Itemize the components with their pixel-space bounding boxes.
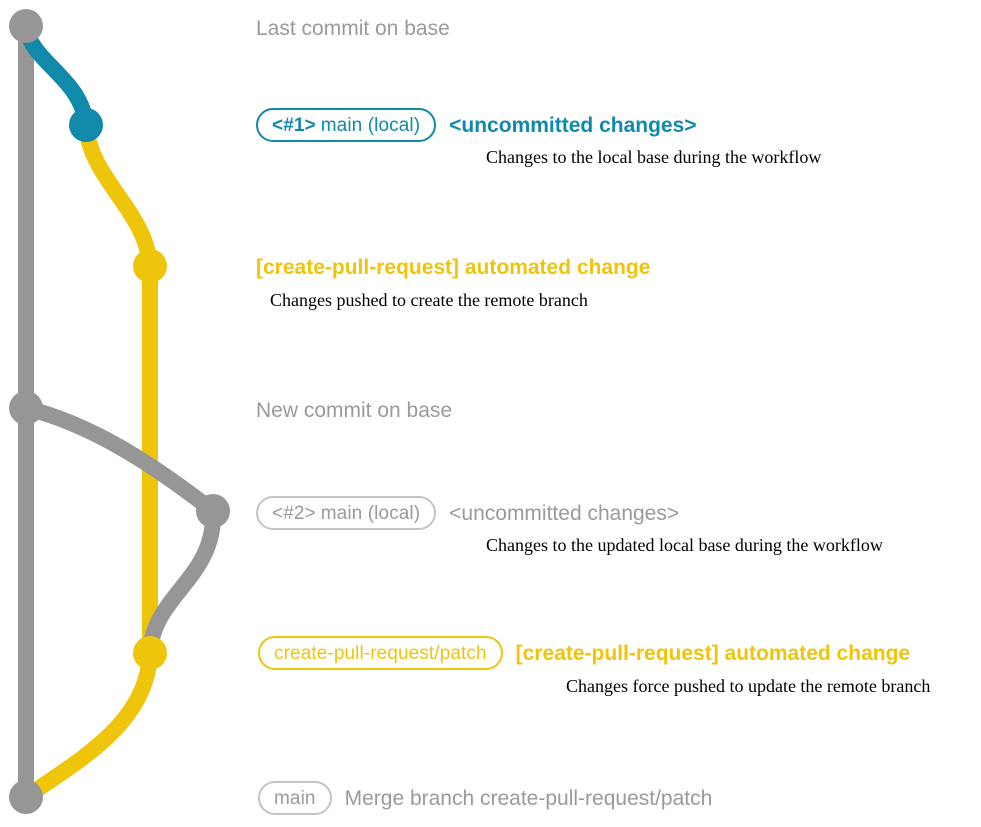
ref-label-main-local-2[interactable]: <#2> main (local) — [256, 496, 437, 530]
node-local-1[interactable] — [69, 108, 103, 142]
edge-basenew-to-local2 — [18, 400, 221, 519]
commit-subject-local-1: <uncommitted changes> — [449, 113, 697, 137]
commit-description-remote-2: Changes force pushed to update the remot… — [566, 676, 931, 696]
commit-subject-local-2: <uncommitted changes> — [449, 501, 680, 525]
ref-label-main-local-1[interactable]: <#1> main (local) — [256, 108, 437, 142]
node-merge-commit[interactable] — [9, 780, 43, 814]
node-base-new[interactable] — [9, 391, 43, 425]
commit-description-local-2: Changes to the updated local base during… — [486, 535, 883, 555]
node-remote-1[interactable] — [133, 249, 167, 283]
ref-name-2: main (local) — [320, 502, 421, 524]
commit-row-remote-2: create-pull-request/patch [create-pull-r… — [258, 636, 910, 670]
commit-subject-remote-2: [create-pull-request] automated change — [515, 641, 911, 665]
ref-name-3: create-pull-request/patch — [274, 642, 487, 664]
commit-row-local-2: <#2> main (local) <uncommitted changes> — [256, 496, 679, 530]
commit-subject-base-new: New commit on base — [256, 399, 453, 422]
commit-subject-merge: Merge branch create-pull-request/patch — [344, 786, 713, 810]
ref-name-1: main (local) — [320, 114, 421, 136]
commit-subject-remote-1: [create-pull-request] automated change — [256, 256, 651, 279]
ref-name-4: main — [274, 787, 316, 809]
commit-subject-base-head: Last commit on base — [256, 17, 450, 40]
commit-row-merge: main Merge branch create-pull-request/pa… — [258, 781, 712, 815]
edge-local2-to-remote2 — [142, 503, 222, 661]
node-local-2[interactable] — [196, 494, 230, 528]
node-remote-2[interactable] — [133, 636, 167, 670]
commit-description-local-1: Changes to the local base during the wor… — [486, 147, 822, 167]
edge-remote2-to-merge — [18, 645, 158, 805]
ref-hash-2: <#2> — [272, 502, 316, 524]
ref-label-main[interactable]: main — [258, 781, 332, 815]
edge-local1-to-remote1 — [78, 117, 158, 274]
ref-label-create-pull-request-patch[interactable]: create-pull-request/patch — [258, 636, 503, 670]
commit-description-remote-1: Changes pushed to create the remote bran… — [270, 290, 588, 310]
commit-row-local-1: <#1> main (local) <uncommitted changes> — [256, 108, 697, 142]
node-base-head[interactable] — [9, 9, 43, 43]
ref-hash-1: <#1> — [272, 114, 316, 136]
